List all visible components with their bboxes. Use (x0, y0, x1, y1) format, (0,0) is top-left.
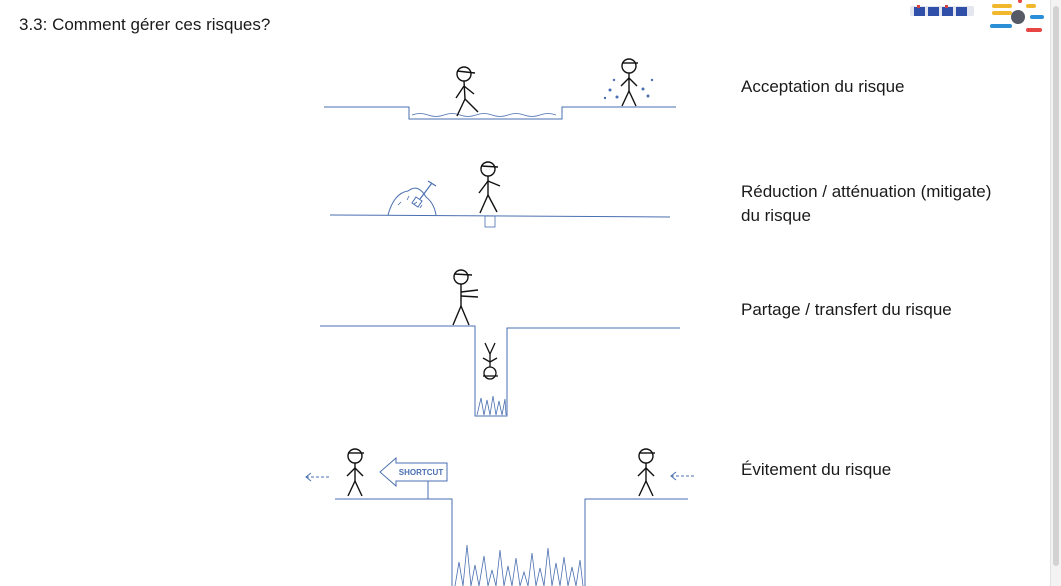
scene-evitement: SHORTCUT (305, 448, 695, 586)
label-evitement: Évitement du risque (741, 458, 891, 482)
label-acceptation: Acceptation du risque (741, 75, 905, 99)
spikes-icon (476, 395, 507, 416)
shortcut-sign-label: SHORTCUT (399, 468, 444, 477)
stick-figure-turning-back (346, 448, 365, 497)
team-logo-icon (910, 5, 974, 16)
stick-figure-waiting (637, 448, 656, 497)
gravel-pile-icon (387, 187, 437, 216)
scene-reduction (329, 161, 671, 228)
shortcut-sign: SHORTCUT (379, 456, 448, 499)
stick-figure-patching (478, 161, 501, 214)
stick-figure-standing (452, 269, 479, 326)
shovel-icon (411, 180, 437, 208)
arrow-left-icon (670, 471, 695, 481)
label-line: Réduction / atténuation (mitigate) (741, 182, 992, 201)
stick-figure-wet (620, 58, 639, 107)
scrollbar-thumb[interactable] (1053, 6, 1059, 566)
water-drops-icon (603, 78, 654, 100)
scene-acceptation (324, 58, 676, 120)
vertical-scrollbar[interactable] (1050, 0, 1061, 586)
label-line: Évitement du risque (741, 460, 892, 479)
arrow-left-icon (305, 472, 331, 482)
patched-hole-icon (484, 215, 496, 228)
spikes-icon (454, 544, 584, 586)
label-line: Partage / transfert du risque (741, 300, 952, 319)
label-reduction: Réduction / atténuation (mitigate) du ri… (741, 180, 991, 228)
scene-partage (320, 269, 680, 417)
label-line: Acceptation du risque (741, 77, 905, 96)
stick-figure-walking (455, 66, 479, 117)
label-line: du risque (741, 206, 811, 225)
connector-logo-icon (990, 0, 1044, 32)
stick-figure-falling (482, 342, 498, 380)
label-partage: Partage / transfert du risque (741, 298, 952, 322)
page-title: 3.3: Comment gérer ces risques? (19, 15, 271, 34)
